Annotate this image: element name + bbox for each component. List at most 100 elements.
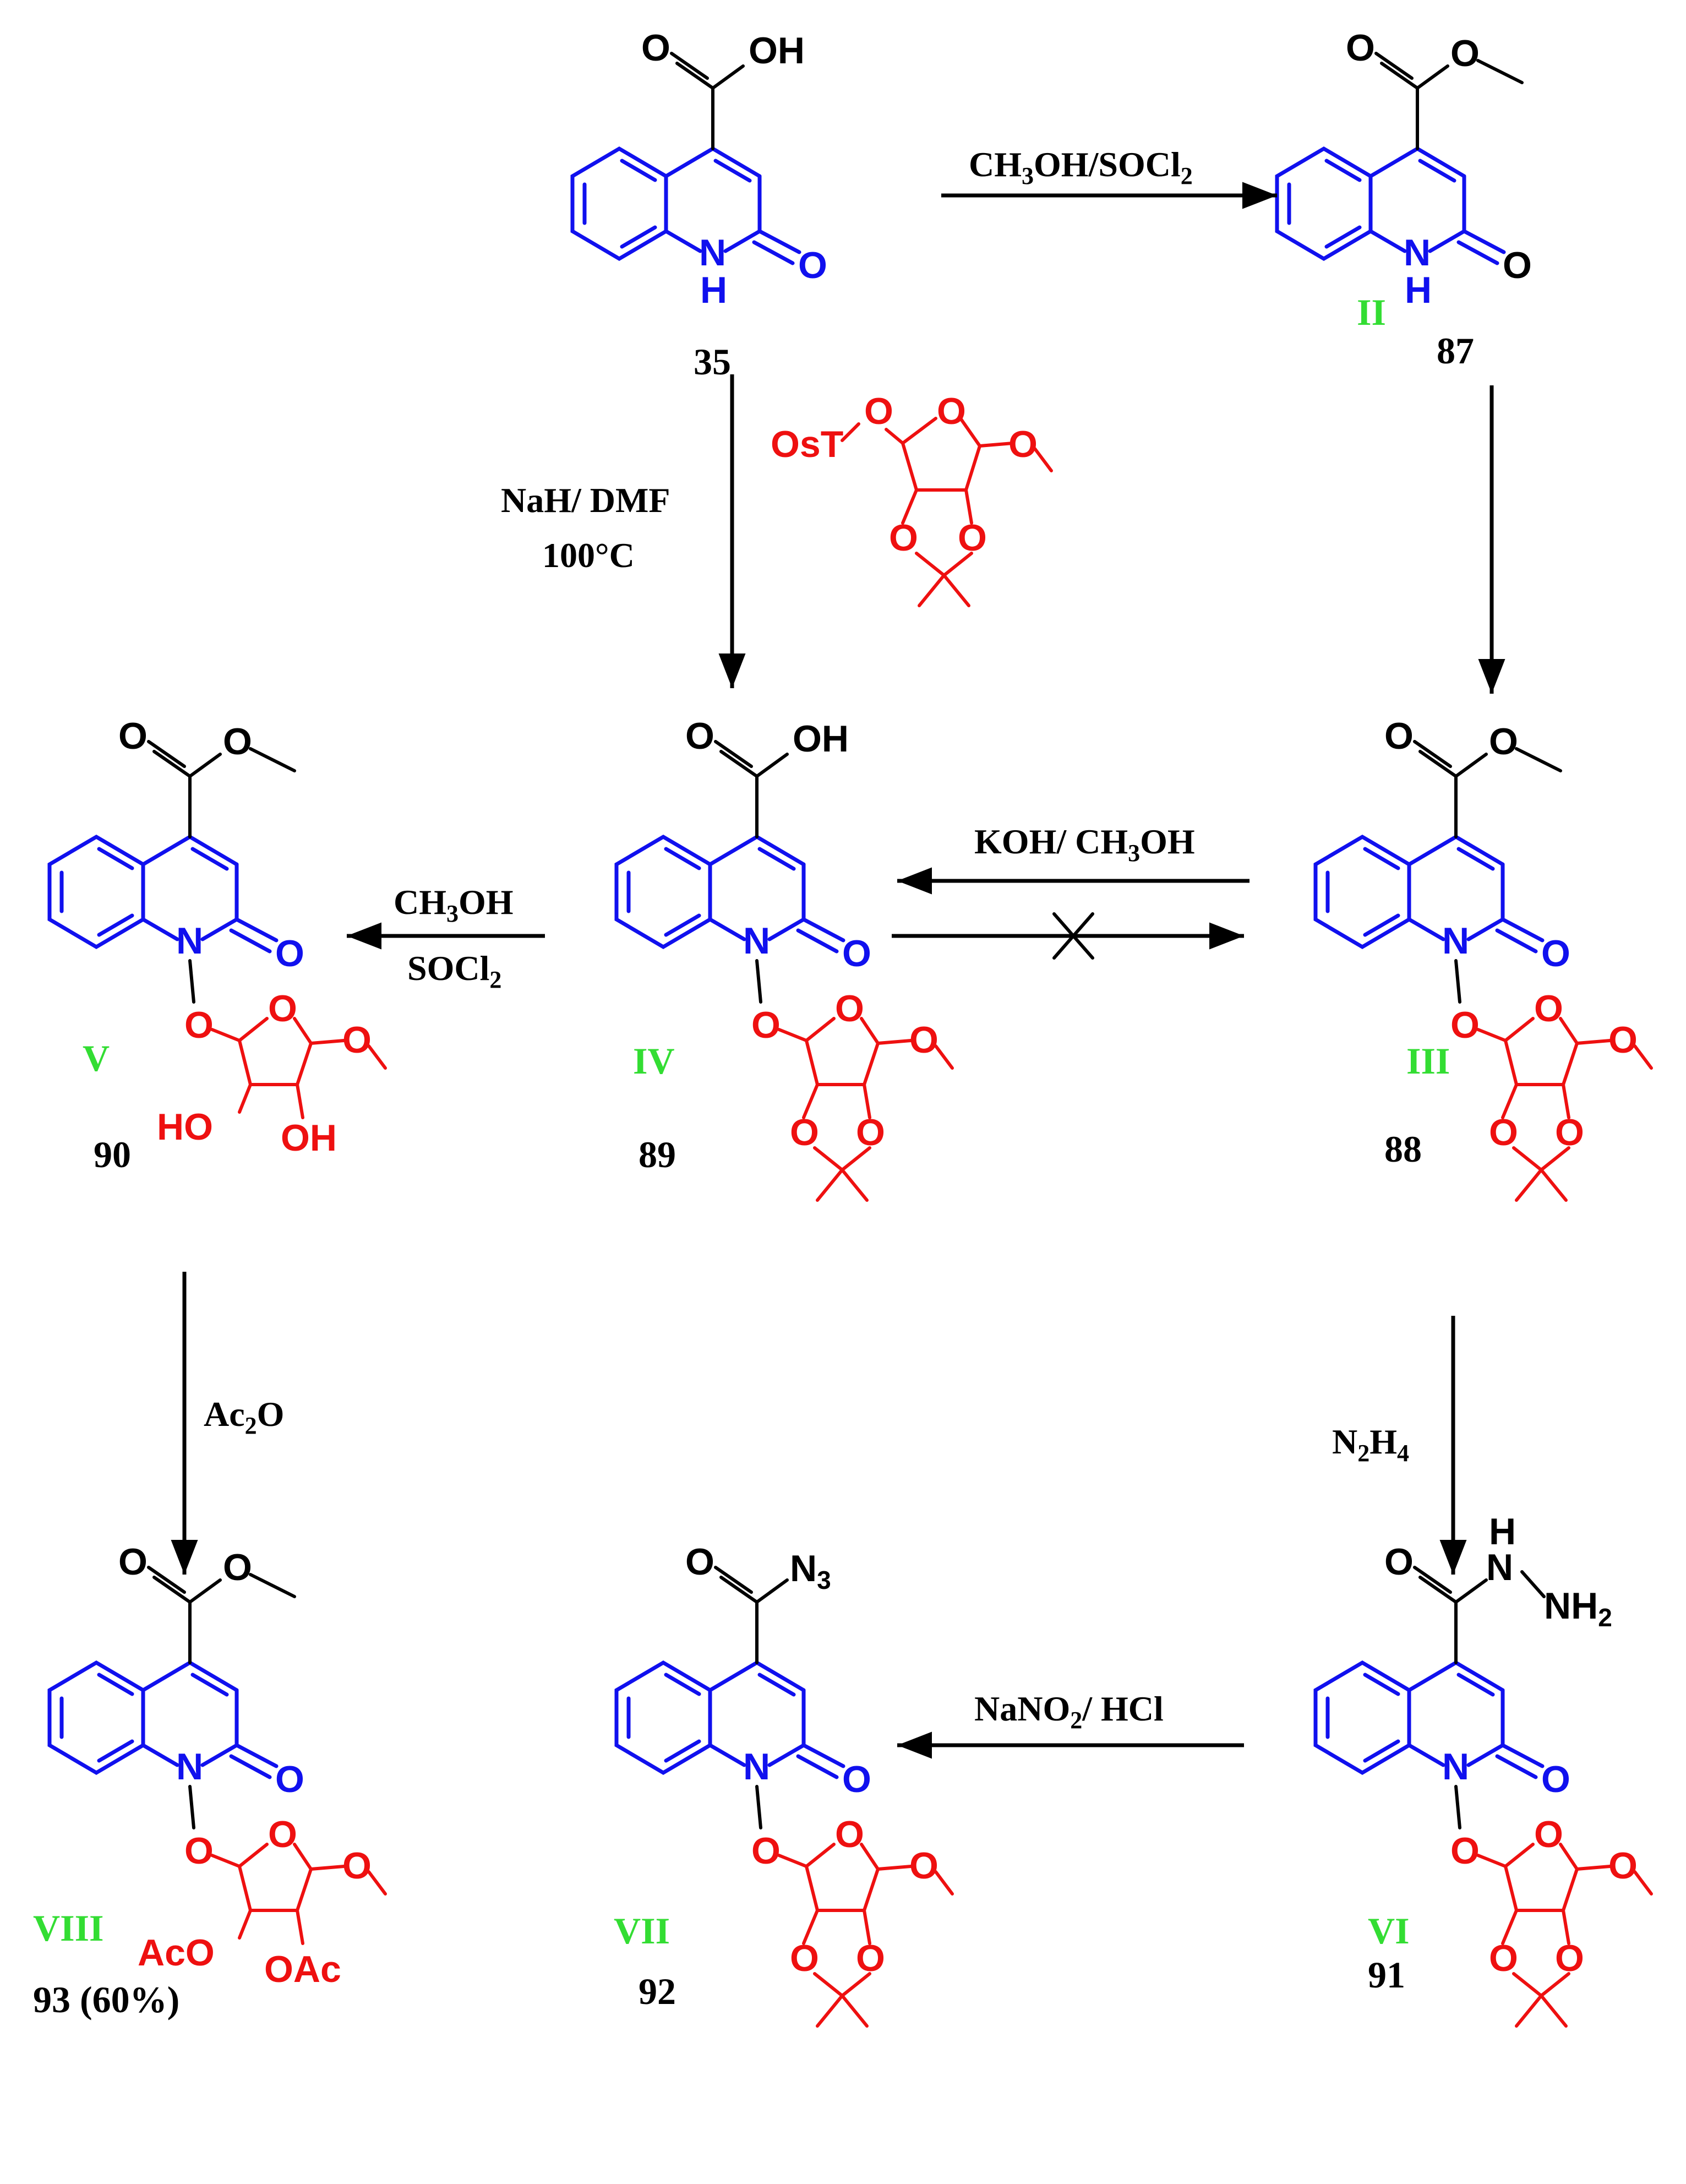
hydroxyl-label: OH bbox=[793, 718, 849, 760]
amide-oxygen: O bbox=[1503, 244, 1532, 286]
roman-label: II bbox=[1357, 291, 1386, 333]
acetonide-oxygen-1: O bbox=[1489, 1112, 1518, 1153]
ester-oxygen: O bbox=[223, 1546, 252, 1588]
acetonide-oxygen-2: O bbox=[856, 1112, 885, 1153]
reagent-line-2: 100°C bbox=[542, 536, 635, 575]
carbonyl-oxygen: O bbox=[1384, 715, 1414, 757]
roman-label: III bbox=[1406, 1040, 1450, 1082]
reagent-line-1: CH3OH bbox=[394, 883, 514, 927]
compound-91: O N H NH2 N O O O O O O VI 91 bbox=[1316, 1511, 1653, 2028]
arrow-esterification-top: CH3OH/SOCl2 bbox=[941, 145, 1277, 209]
amide-oxygen: O bbox=[275, 933, 304, 974]
methoxy-oxygen: O bbox=[909, 1019, 939, 1061]
acetonide-oxygen-2: O bbox=[1555, 1937, 1584, 1979]
amide-oxygen: O bbox=[842, 1758, 871, 1800]
compound-number: 90 bbox=[94, 1134, 131, 1175]
acetonide-oxygen-2: O bbox=[958, 517, 987, 559]
carbonyl-oxygen: O bbox=[1384, 1541, 1414, 1583]
acetonide-oxygen-1: O bbox=[790, 1937, 819, 1979]
ring-nitrogen: N bbox=[176, 920, 203, 962]
compound-87: O O N H O II 87 bbox=[1277, 27, 1532, 372]
sugar-oxygen: O bbox=[864, 390, 893, 432]
roman-label: VIII bbox=[33, 1907, 104, 1949]
acetonide-oxygen-1: O bbox=[889, 517, 918, 559]
carbonyl-oxygen: O bbox=[685, 1541, 714, 1583]
carbonyl-oxygen: O bbox=[118, 715, 148, 757]
ester-oxygen: O bbox=[1450, 32, 1480, 74]
methoxy-oxygen: O bbox=[342, 1845, 372, 1887]
anomeric-oxygen: O bbox=[184, 1004, 214, 1046]
reagent-label: NaNO2/ HCl bbox=[974, 1689, 1164, 1734]
reagent-label: CH3OH/SOCl2 bbox=[969, 145, 1193, 189]
compound-number: 88 bbox=[1384, 1128, 1422, 1170]
methoxy-oxygen: O bbox=[1608, 1019, 1638, 1061]
amide-oxygen: O bbox=[842, 933, 871, 974]
compound-number: 93 (60%) bbox=[33, 1979, 179, 2020]
nh-hydrogen: H bbox=[1405, 269, 1432, 311]
amide-oxygen: O bbox=[1541, 933, 1570, 974]
acetonide-oxygen-2: O bbox=[1555, 1112, 1584, 1153]
arrow-hydrolysis: KOH/ CH3OH bbox=[897, 822, 1250, 895]
amino-label: NH2 bbox=[1544, 1585, 1612, 1632]
reagent-label: KOH/ CH3OH bbox=[974, 822, 1195, 867]
compound-number: 89 bbox=[639, 1134, 676, 1175]
compound-90: O O N O O O O HO OH V 90 bbox=[50, 715, 387, 1175]
ring-oxygen: O bbox=[268, 988, 297, 1030]
compound-number: 91 bbox=[1368, 1954, 1405, 1996]
hydrazide-hydrogen: H bbox=[1489, 1511, 1516, 1553]
reagent-label: Ac2O bbox=[204, 1395, 284, 1439]
ring-nitrogen: N bbox=[1442, 920, 1469, 962]
hydroxyl-label: OH bbox=[749, 30, 805, 72]
hydroxyl-3: OH bbox=[281, 1117, 337, 1159]
reagent-line-2: SOCl2 bbox=[407, 949, 501, 993]
compound-number: 87 bbox=[1437, 330, 1474, 372]
roman-label: VI bbox=[1368, 1910, 1410, 1952]
arrow-acetylation: Ac2O bbox=[171, 1272, 284, 1575]
carbonyl-oxygen: O bbox=[685, 715, 714, 757]
ring-oxygen: O bbox=[835, 988, 864, 1030]
roman-label: VII bbox=[614, 1910, 670, 1952]
compound-93: O O N O O O O AcO OAc VIII 93 (60%) bbox=[33, 1541, 387, 2020]
arrow-alkylation: NaH/ DMF 100°C bbox=[501, 374, 746, 688]
arrow-hydrazinolysis: N2H4 bbox=[1332, 1316, 1467, 1575]
anomeric-oxygen: O bbox=[751, 1830, 781, 1872]
acetonide-oxygen-1: O bbox=[790, 1112, 819, 1153]
compound-number: 92 bbox=[639, 1970, 676, 2012]
compound-92: O N3 N O O O O O O VII 92 bbox=[614, 1541, 954, 2028]
acetonide-oxygen-2: O bbox=[856, 1937, 885, 1979]
methoxy-oxygen: O bbox=[1008, 423, 1038, 465]
compound-89: O OH N O O O O O O IV 89 bbox=[616, 715, 954, 1202]
compound-88: O O N O O O O O O III 88 bbox=[1316, 715, 1653, 1202]
methoxy-oxygen: O bbox=[909, 1845, 939, 1887]
methoxy-oxygen: O bbox=[342, 1019, 372, 1061]
roman-label: V bbox=[83, 1037, 110, 1079]
compound-35: O OH N H O 35 bbox=[572, 27, 827, 383]
ring-nitrogen: N bbox=[1404, 232, 1431, 274]
ring-nitrogen: N bbox=[743, 1746, 770, 1788]
ring-oxygen: O bbox=[835, 1813, 864, 1855]
carbonyl-oxygen: O bbox=[1346, 27, 1375, 69]
anomeric-oxygen: O bbox=[184, 1830, 214, 1872]
anomeric-oxygen: O bbox=[751, 1004, 781, 1046]
arrow-esterification-left: CH3OH SOCl2 bbox=[347, 883, 545, 993]
methoxy-oxygen: O bbox=[1608, 1845, 1638, 1887]
arrow-blocked-forward bbox=[892, 912, 1244, 960]
amide-oxygen: O bbox=[275, 1758, 304, 1800]
ring-nitrogen: N bbox=[699, 232, 726, 274]
ring-nitrogen: N bbox=[1442, 1746, 1469, 1788]
ring-oxygen: O bbox=[1534, 1813, 1563, 1855]
acetoxy-3: OAc bbox=[264, 1948, 341, 1990]
carbonyl-oxygen: O bbox=[118, 1541, 148, 1583]
anomeric-oxygen: O bbox=[1450, 1830, 1480, 1872]
ring-oxygen: O bbox=[268, 1813, 297, 1855]
carbonyl-oxygen: O bbox=[641, 27, 670, 69]
arrow-diazotization: NaNO2/ HCl bbox=[897, 1689, 1244, 1759]
amide-oxygen: O bbox=[1541, 1758, 1570, 1800]
amide-oxygen: O bbox=[798, 244, 827, 286]
ring-oxygen: O bbox=[1534, 988, 1563, 1030]
hydrazide-nitrogen: N bbox=[1486, 1546, 1513, 1588]
acetoxy-2: AcO bbox=[138, 1932, 215, 1974]
ester-oxygen: O bbox=[223, 721, 252, 763]
reagent-line-1: NaH/ DMF bbox=[501, 481, 670, 520]
